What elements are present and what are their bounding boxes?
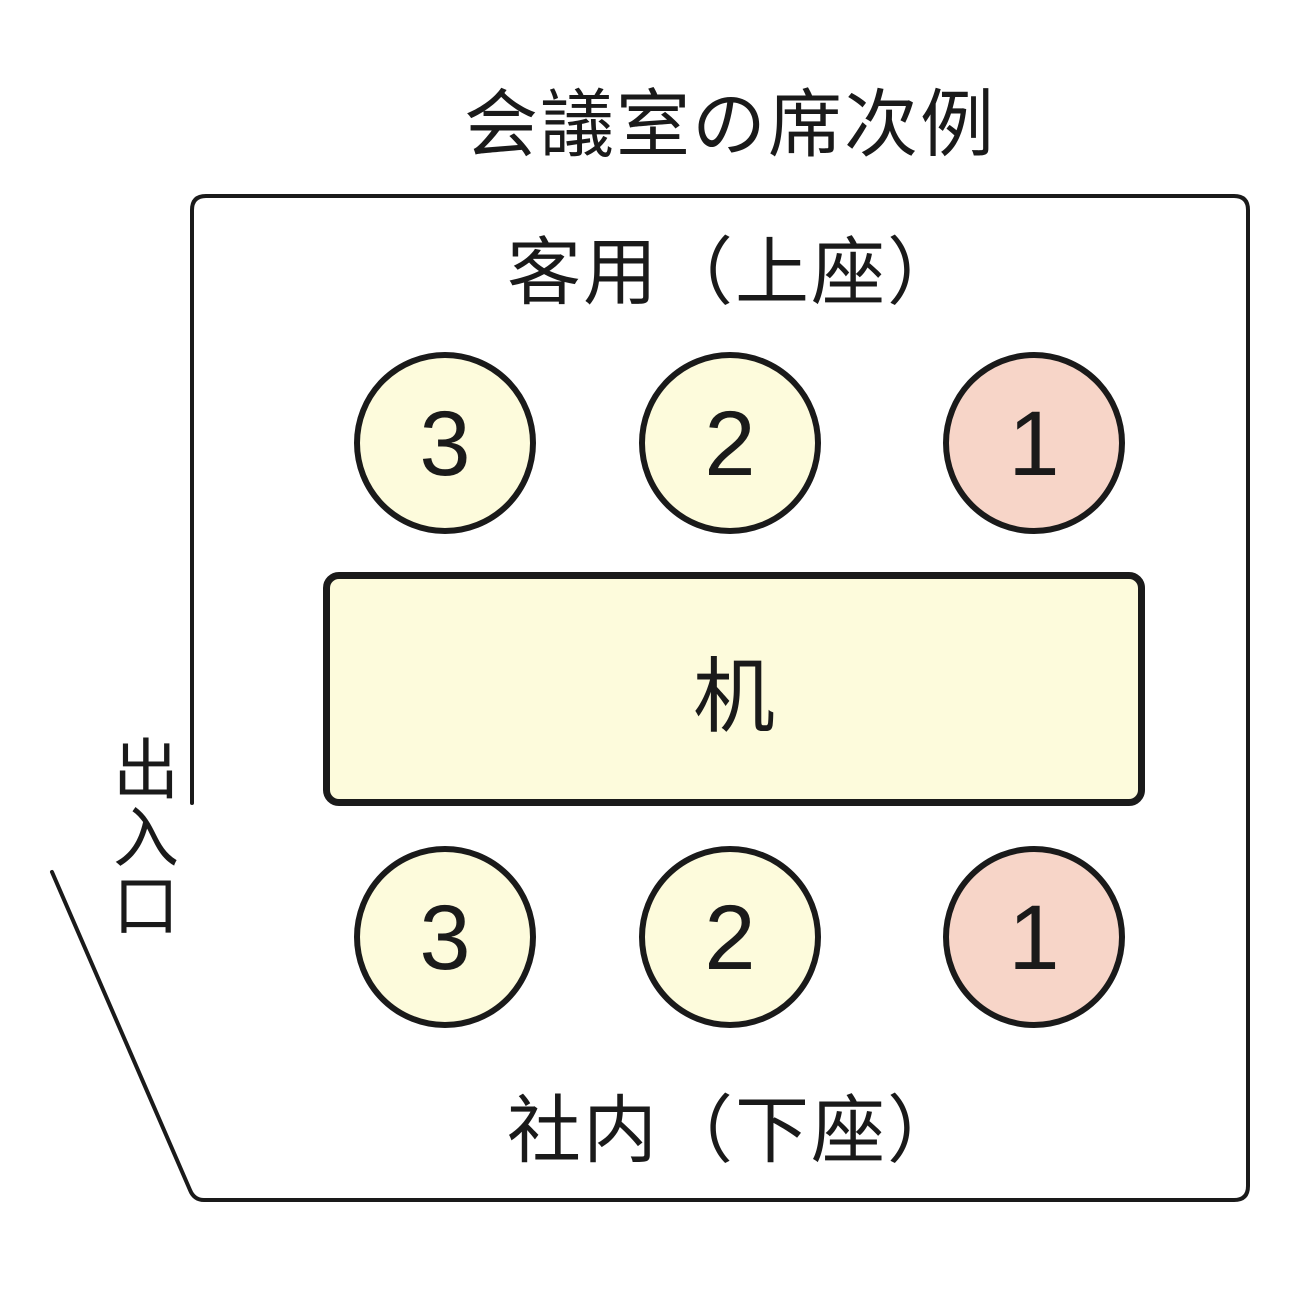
table-label: 机	[692, 649, 775, 745]
guest-seat-2: 2	[639, 352, 821, 534]
guest-seat-1: 1	[943, 352, 1125, 534]
guest-seat-3: 3	[354, 352, 536, 534]
room-wall-line	[50, 194, 1250, 1202]
seat-number: 3	[419, 393, 471, 495]
seat-number: 1	[1008, 887, 1060, 989]
meeting-table: 机	[323, 572, 1145, 806]
host-seat-2: 2	[639, 846, 821, 1028]
seat-number: 2	[704, 887, 756, 989]
entrance-label: 出入口	[102, 735, 179, 939]
host-seat-3: 3	[354, 846, 536, 1028]
seat-number: 3	[419, 887, 471, 989]
seat-number: 1	[1008, 393, 1060, 495]
host-seat-1: 1	[943, 846, 1125, 1028]
diagram-title: 会議室の席次例	[464, 82, 996, 168]
seat-number: 2	[704, 393, 756, 495]
host-side-label: 社内（下座）	[507, 1088, 963, 1174]
guest-side-label: 客用（上座）	[507, 230, 963, 316]
